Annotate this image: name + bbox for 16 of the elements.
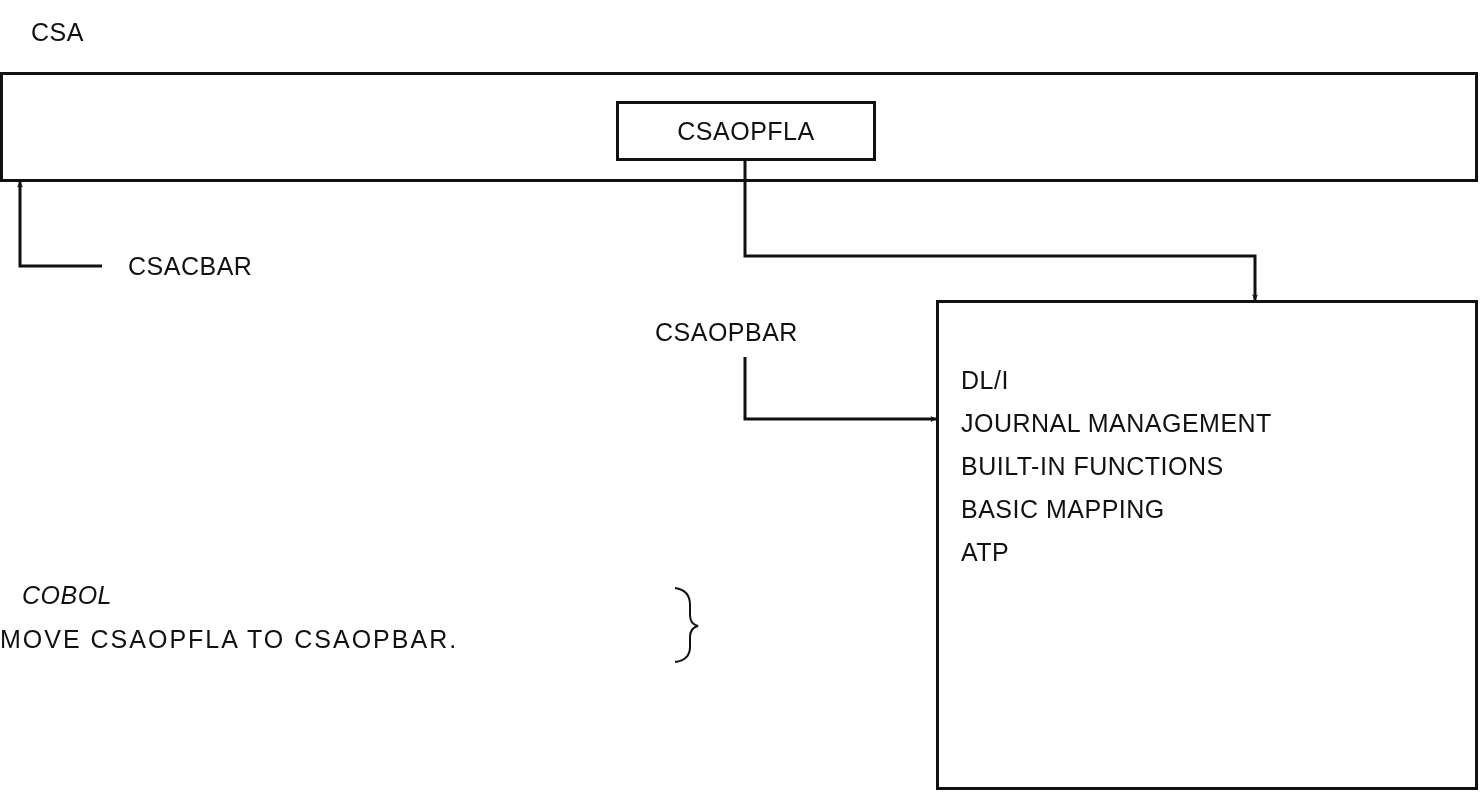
band-heading: CSA bbox=[31, 17, 84, 47]
field-box bbox=[616, 101, 876, 161]
arrow bbox=[743, 357, 937, 422]
language-label: COBOL bbox=[22, 580, 113, 610]
code-statement: MOVE CSAOPFLA TO CSAOPBAR. bbox=[0, 624, 459, 654]
pointer-label: CSACBAR bbox=[128, 251, 253, 281]
box-text: ATP bbox=[961, 537, 1010, 567]
pointer-label: CSAOPBAR bbox=[655, 317, 798, 347]
arrow bbox=[17, 181, 102, 268]
box-text: JOURNAL MANAGEMENT bbox=[961, 408, 1272, 438]
box-text: DL/I bbox=[961, 365, 1009, 395]
box-text: CSAOPFLA bbox=[676, 116, 816, 146]
box-text: BUILT-IN FUNCTIONS bbox=[961, 451, 1224, 481]
arrow bbox=[743, 161, 1258, 301]
function-box bbox=[936, 300, 1478, 790]
box-text: BASIC MAPPING bbox=[961, 494, 1165, 524]
